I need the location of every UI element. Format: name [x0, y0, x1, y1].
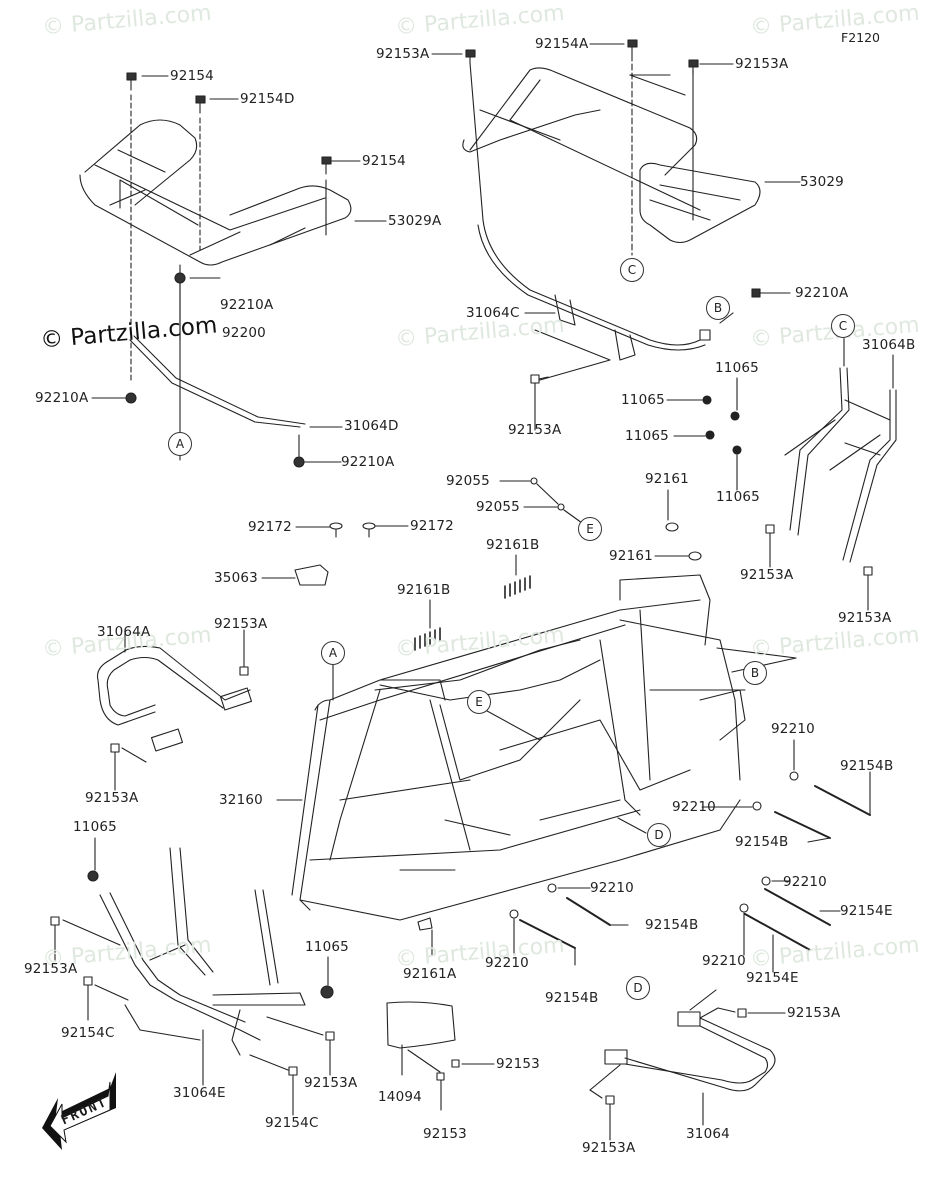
callout-d: D [647, 823, 671, 847]
part-label-31064e[interactable]: 31064E [173, 1085, 226, 1101]
part-label-92154b[interactable]: 92154B [545, 990, 599, 1006]
part-label-92210[interactable]: 92210 [771, 721, 815, 737]
bolt-92153a-mid-drawing [531, 375, 548, 430]
part-label-92055[interactable]: 92055 [476, 499, 520, 515]
part-label-92154a[interactable]: 92154A [535, 36, 589, 52]
figure-code: F2120 [841, 30, 881, 45]
front-rack-53029a-drawing [80, 120, 351, 265]
callout-c: C [620, 258, 644, 282]
part-label-31064c[interactable]: 31064C [466, 305, 520, 321]
rear-rack-53029-drawing [463, 55, 800, 255]
main-frame-32160-drawing [277, 575, 796, 920]
part-label-92154c[interactable]: 92154C [61, 1025, 115, 1041]
dampers-92161-drawing [655, 490, 701, 560]
part-label-92161b[interactable]: 92161B [486, 537, 540, 553]
part-label-92161[interactable]: 92161 [645, 471, 689, 487]
part-label-92153a[interactable]: 92153A [376, 46, 430, 62]
part-label-92161[interactable]: 92161 [609, 548, 653, 564]
stay-31064d-drawing [92, 265, 342, 467]
part-label-92153a[interactable]: 92153A [787, 1005, 841, 1021]
part-label-92154c[interactable]: 92154C [265, 1115, 319, 1131]
part-label-92153a[interactable]: 92153A [740, 567, 794, 583]
part-label-92153a[interactable]: 92153A [838, 610, 892, 626]
part-label-92055[interactable]: 92055 [446, 473, 490, 489]
rear-rack-bolts-drawing [432, 40, 733, 75]
part-label-92210[interactable]: 92210 [672, 799, 716, 815]
nut-11065-left-drawing [88, 838, 98, 881]
part-label-31064d[interactable]: 31064D [344, 418, 399, 434]
part-label-92153[interactable]: 92153 [496, 1056, 540, 1072]
part-label-31064[interactable]: 31064 [686, 1126, 730, 1142]
nuts-92210-drawing [510, 740, 870, 972]
part-label-11065[interactable]: 11065 [73, 819, 117, 835]
washers-92055-drawing [500, 478, 582, 523]
part-label-92172[interactable]: 92172 [410, 518, 454, 534]
callout-e: E [578, 517, 602, 541]
part-label-92154b[interactable]: 92154B [735, 834, 789, 850]
part-label-92210a[interactable]: 92210A [220, 297, 274, 313]
part-label-92200[interactable]: 92200 [222, 325, 266, 341]
part-label-92210a[interactable]: 92210A [341, 454, 395, 470]
part-label-11065[interactable]: 11065 [305, 939, 349, 955]
part-label-92154b[interactable]: 92154B [840, 758, 894, 774]
part-label-14094[interactable]: 14094 [378, 1089, 422, 1105]
guard-14094-drawing [321, 918, 494, 1110]
callout-a: A [321, 641, 345, 665]
part-label-53029a[interactable]: 53029A [388, 213, 442, 229]
part-label-92153a[interactable]: 92153A [85, 790, 139, 806]
bracket-31064b-drawing [766, 337, 896, 610]
callout-d: D [626, 976, 650, 1000]
part-label-92210[interactable]: 92210 [590, 880, 634, 896]
callout-e: E [467, 690, 491, 714]
dampers-92161b-drawing [415, 555, 530, 650]
front-rack-bolts-drawing [127, 73, 386, 380]
part-label-11065[interactable]: 11065 [621, 392, 665, 408]
callout-b: B [743, 661, 767, 685]
part-label-92154b[interactable]: 92154B [645, 917, 699, 933]
part-label-92154d[interactable]: 92154D [240, 91, 295, 107]
nuts-11065-drawing [667, 378, 741, 490]
part-label-92154e[interactable]: 92154E [746, 970, 799, 986]
part-label-92161b[interactable]: 92161B [397, 582, 451, 598]
part-label-92210a[interactable]: 92210A [795, 285, 849, 301]
callout-b: B [706, 296, 730, 320]
part-label-92153[interactable]: 92153 [423, 1126, 467, 1142]
clips-92172-drawing [262, 523, 408, 585]
part-label-92154[interactable]: 92154 [170, 68, 214, 84]
part-label-31064a[interactable]: 31064A [97, 624, 151, 640]
part-label-92210[interactable]: 92210 [485, 955, 529, 971]
part-label-31064b[interactable]: 31064B [862, 337, 916, 353]
part-label-92153a[interactable]: 92153A [24, 961, 78, 977]
part-label-92153a[interactable]: 92153A [735, 56, 789, 72]
callout-a: A [168, 432, 192, 456]
front-direction-indicator: FRONT [40, 1070, 120, 1160]
part-label-92154e[interactable]: 92154E [840, 903, 893, 919]
guard-31064a-drawing [98, 630, 252, 790]
bracket-31064-drawing [590, 990, 785, 1140]
callout-c: C [831, 314, 855, 338]
part-label-92153a[interactable]: 92153A [304, 1075, 358, 1091]
part-label-11065[interactable]: 11065 [716, 489, 760, 505]
part-label-92210[interactable]: 92210 [702, 953, 746, 969]
part-label-92154[interactable]: 92154 [362, 153, 406, 169]
bolts-92154b-drawing [520, 786, 870, 950]
part-label-92210[interactable]: 92210 [783, 874, 827, 890]
part-label-92153a[interactable]: 92153A [582, 1140, 636, 1156]
bracket-31064e-drawing [51, 848, 334, 1115]
part-label-92161a[interactable]: 92161A [403, 966, 457, 982]
part-label-92153a[interactable]: 92153A [508, 422, 562, 438]
part-label-11065[interactable]: 11065 [715, 360, 759, 376]
part-label-92172[interactable]: 92172 [248, 519, 292, 535]
part-label-11065[interactable]: 11065 [625, 428, 669, 444]
front-arrow-icon [42, 1072, 116, 1150]
part-label-92210a[interactable]: 92210A [35, 390, 89, 406]
part-label-53029[interactable]: 53029 [800, 174, 844, 190]
bracket-31064c-drawing [478, 220, 790, 380]
part-label-92153a[interactable]: 92153A [214, 616, 268, 632]
part-label-35063[interactable]: 35063 [214, 570, 258, 586]
part-label-32160[interactable]: 32160 [219, 792, 263, 808]
